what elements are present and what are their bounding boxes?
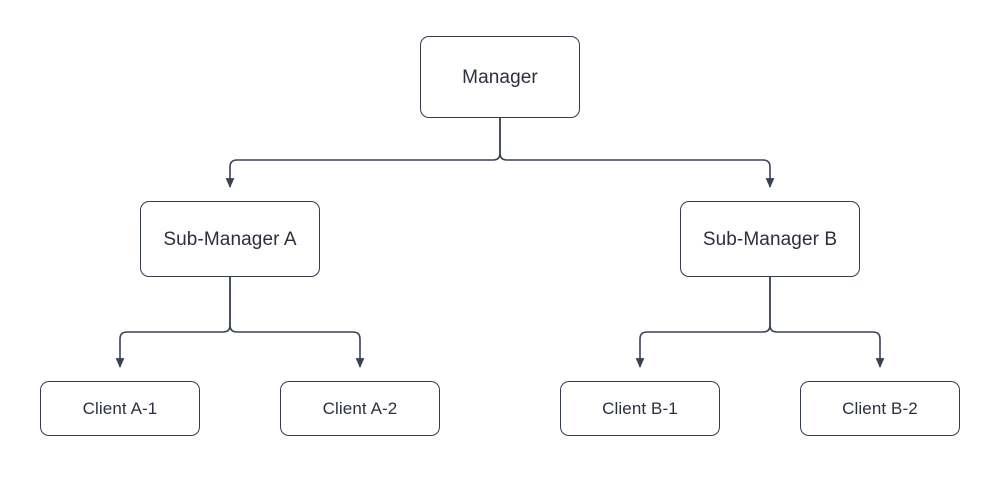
edge-manager-to-sub-manager-a <box>225 118 501 188</box>
node-sub-manager-a[interactable]: Sub-Manager A <box>140 201 320 277</box>
node-client-b-1[interactable]: Client B-1 <box>560 381 720 436</box>
edge-manager-to-sub-manager-b <box>499 118 775 188</box>
node-manager-label: Manager <box>462 66 538 88</box>
node-client-a-2-label: Client A-2 <box>322 399 398 418</box>
node-client-b-2-label: Client B-2 <box>842 399 918 418</box>
node-client-a-2[interactable]: Client A-2 <box>280 381 440 436</box>
node-client-a-1[interactable]: Client A-1 <box>40 381 200 436</box>
node-client-b-2[interactable]: Client B-2 <box>800 381 960 436</box>
node-client-b-1-label: Client B-1 <box>602 399 678 418</box>
edge-sub-manager-a-to-client-a-1 <box>115 277 231 368</box>
node-sub-manager-b[interactable]: Sub-Manager B <box>680 201 860 277</box>
node-sub-manager-a-label: Sub-Manager A <box>163 228 297 250</box>
node-client-a-1-label: Client A-1 <box>82 399 158 418</box>
node-sub-manager-b-label: Sub-Manager B <box>702 228 838 250</box>
edge-sub-manager-a-to-client-a-2 <box>229 277 365 368</box>
edge-sub-manager-b-to-client-b-1 <box>635 277 771 368</box>
edge-sub-manager-b-to-client-b-2 <box>769 277 885 368</box>
node-manager[interactable]: Manager <box>420 36 580 118</box>
